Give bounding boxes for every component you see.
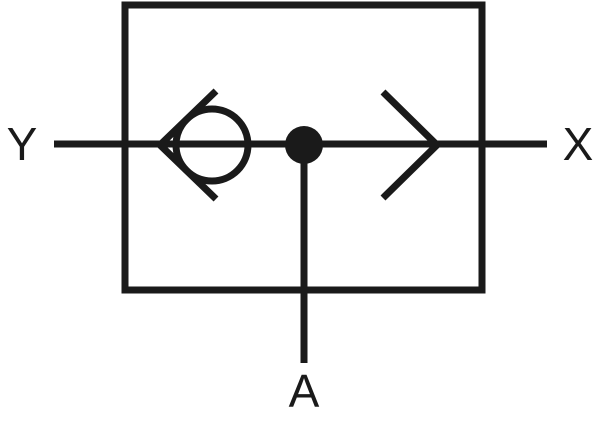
port-label-x: X	[563, 118, 594, 170]
port-label-y: Y	[7, 118, 38, 170]
flow-direction-arrowhead-icon	[380, 89, 442, 201]
port-label-a: A	[289, 365, 320, 417]
check-valve-arrowhead-icon	[154, 88, 219, 202]
junction-dot-icon	[285, 126, 323, 164]
check-valve-circle-icon	[172, 105, 252, 185]
